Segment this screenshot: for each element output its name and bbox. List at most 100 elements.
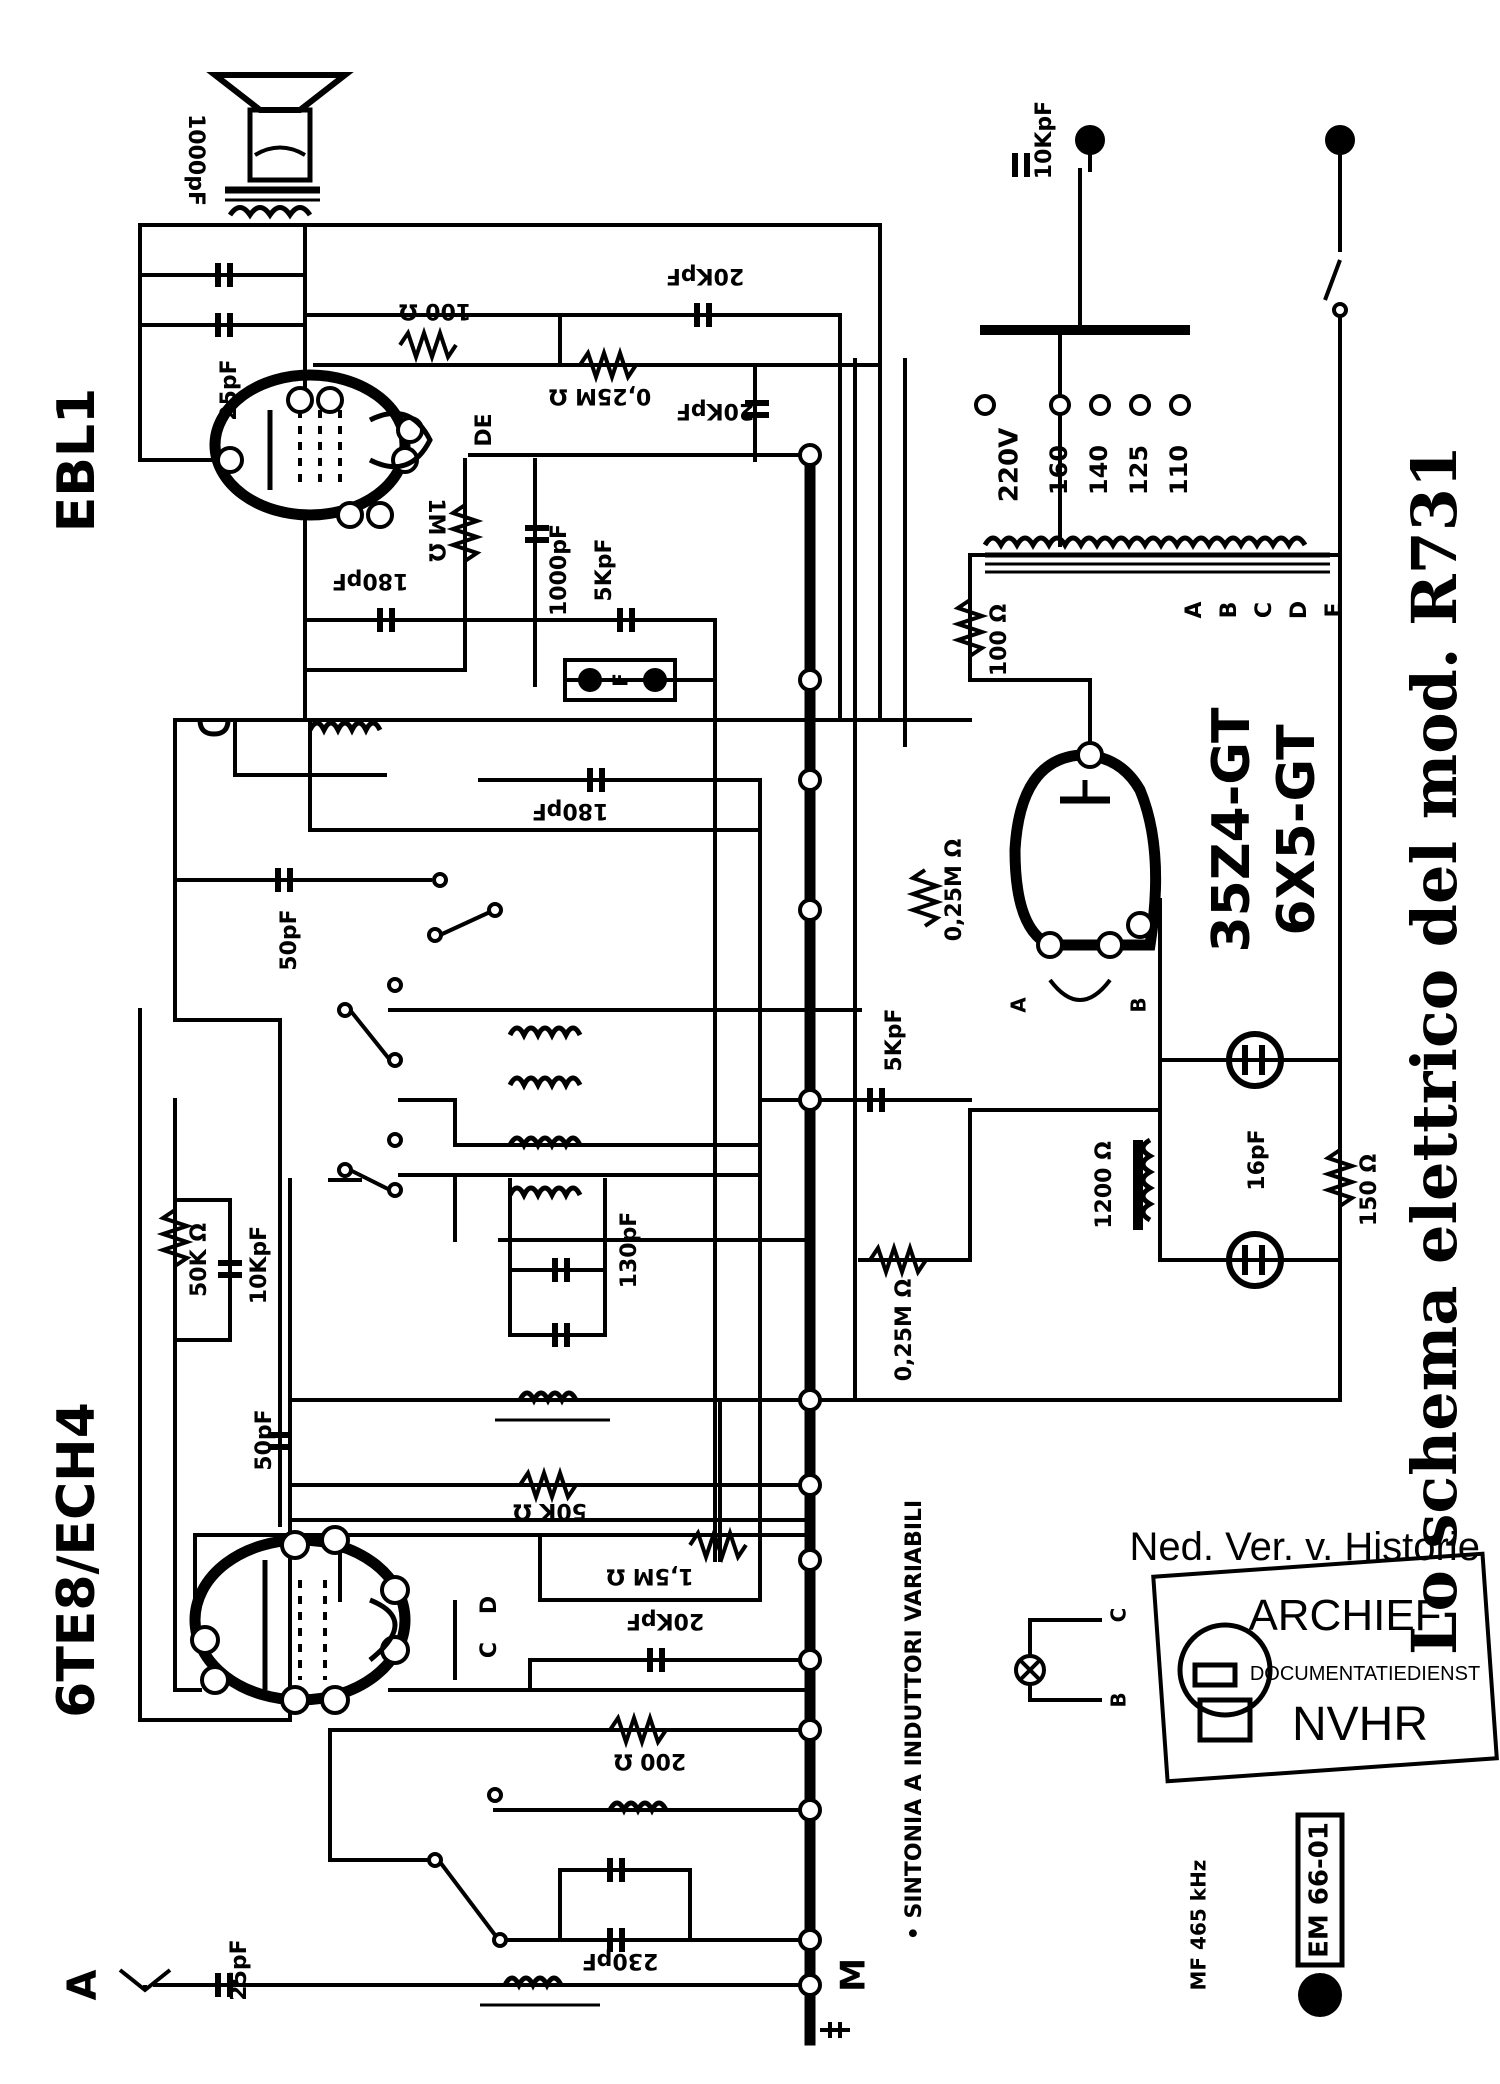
label-c20kpf-low: 20KpF bbox=[626, 1608, 704, 1633]
junction-dots bbox=[798, 443, 822, 1997]
label-c5kpf-a: 5KpF bbox=[592, 538, 617, 601]
capacitor-icons bbox=[215, 153, 1030, 1997]
label-c1000pf-mid: 1000pF bbox=[547, 524, 572, 616]
tube-label-ech4: 6TE8/ECH4 bbox=[47, 1402, 107, 1718]
label-c230pf: 230pF bbox=[582, 1948, 659, 1973]
label-r150: 150 Ω bbox=[1357, 1154, 1382, 1227]
label-r100: 100 Ω bbox=[399, 298, 472, 323]
label-r50k-a: 50K Ω bbox=[187, 1223, 212, 1297]
label-r200: 200 Ω bbox=[614, 1748, 687, 1773]
antenna-icon bbox=[118, 1968, 172, 1993]
speaker-icon bbox=[206, 72, 354, 113]
tube-label-rect1: 35Z4-GT bbox=[1202, 707, 1262, 953]
label-tube-d: D bbox=[477, 1596, 502, 1614]
power-switch-icon bbox=[1323, 259, 1342, 301]
resistor-150-icon bbox=[1321, 1148, 1359, 1208]
resistor-025m-low-icon bbox=[868, 1241, 928, 1279]
output-transformer-icon bbox=[225, 186, 320, 220]
label-r025m-low: 0,25M Ω bbox=[892, 1278, 917, 1381]
if-label: MF 465 kHz bbox=[1187, 1860, 1211, 1991]
label-pin-b: B bbox=[1127, 997, 1151, 1012]
filter-capacitor-icon bbox=[1226, 1031, 1284, 1289]
tap-label-220: 220V bbox=[995, 428, 1025, 502]
resistor-100-icon bbox=[398, 326, 458, 364]
label-r1m: 1M Ω bbox=[423, 498, 448, 562]
labels: EBL1 6TE8/ECH4 35Z4-GT 6X5-GT Lo schema … bbox=[47, 101, 1471, 2001]
resistor-025m-mid-icon bbox=[906, 868, 944, 928]
band-switch-icons bbox=[337, 872, 508, 1948]
mains-plug-icon bbox=[1075, 125, 1105, 155]
label-c20kpf-top: 20KpF bbox=[666, 263, 744, 288]
resistor-100-rect-icon bbox=[951, 598, 989, 658]
ground-icon bbox=[820, 2022, 850, 2038]
pilot-lamp-icon bbox=[1014, 1620, 1046, 1700]
choke-icon bbox=[1133, 1137, 1156, 1230]
label-c16pf: 16pF bbox=[1245, 1129, 1270, 1190]
heater-tap-a: A bbox=[1182, 601, 1207, 618]
tap-140-icon bbox=[1089, 394, 1111, 416]
label-c180pf-b: 180pF bbox=[532, 798, 609, 823]
mains-transformer-icon bbox=[982, 535, 1330, 574]
label-r025m-mid: 0,25M Ω bbox=[942, 838, 967, 941]
label-r1200: 1200 Ω bbox=[1092, 1141, 1117, 1229]
stamp-archief: ARCHIEF bbox=[1248, 1591, 1441, 1640]
resistor-1m-icon bbox=[446, 503, 484, 563]
heater-tap-e: E bbox=[1322, 602, 1347, 617]
code-badge: EM 66-01 bbox=[1295, 1812, 1345, 2017]
antenna-label: A bbox=[60, 1969, 106, 2000]
label-lamp-b: B bbox=[1107, 1692, 1131, 1707]
footnote: • SINTONIA A INDUTTORI VARIABILI bbox=[902, 1500, 927, 1940]
label-r50k-b: 50K Ω bbox=[513, 1498, 587, 1523]
tap-160-icon bbox=[1049, 394, 1071, 416]
label-f: F bbox=[609, 673, 633, 687]
tap-110-icon bbox=[1169, 394, 1191, 416]
stamp-dienst: DOCUMENTATIEDIENST bbox=[1250, 1663, 1480, 1685]
label-lamp-c: C bbox=[1107, 1608, 1131, 1623]
archive-stamp: Ned. Ver. v. Historie ARCHIEF DOCUMENTAT… bbox=[1129, 1525, 1499, 1784]
resistor-50k-a-icon bbox=[156, 1208, 194, 1268]
tube-logo-icon bbox=[1177, 1622, 1273, 1743]
tap-220-icon bbox=[974, 394, 996, 416]
tube-label-ebl1: EBL1 bbox=[47, 388, 107, 532]
resistor-15m-icon bbox=[688, 1526, 748, 1564]
resistor-200-icon bbox=[608, 1711, 668, 1749]
ground-label: M bbox=[834, 1958, 874, 1992]
tap-label-160: 160 bbox=[1045, 445, 1073, 495]
label-c25pf-out: 25pF bbox=[217, 359, 242, 420]
label-c50pf-a: 50pF bbox=[277, 909, 302, 970]
coil-icons bbox=[197, 719, 669, 2007]
heater-tap-d: D bbox=[1287, 601, 1312, 619]
symbols bbox=[118, 72, 1359, 2038]
code-badge-text: EM 66-01 bbox=[1305, 1822, 1335, 1958]
label-de: DE bbox=[472, 413, 497, 446]
ebl1-tube-icon bbox=[209, 369, 433, 529]
mains-plug-icon-2 bbox=[1325, 125, 1355, 155]
resistor-50k-b-icon bbox=[518, 1466, 578, 1504]
resistor-025m-top-icon bbox=[578, 346, 638, 384]
stamp-nvhr: NVHR bbox=[1292, 1698, 1428, 1751]
ech4-tube-icon bbox=[189, 1525, 457, 1715]
f-transformer-icon bbox=[563, 658, 677, 702]
tap-label-125: 125 bbox=[1125, 445, 1153, 495]
schematic-caption: Lo schema elettrico del mod. R731 bbox=[1398, 445, 1471, 1655]
stamp-header: Ned. Ver. v. Historie bbox=[1129, 1525, 1480, 1569]
label-pin-a: A bbox=[1007, 997, 1031, 1013]
label-c1000pf-top: 1000pF bbox=[183, 114, 208, 206]
label-c25pf-ant: 25pF bbox=[227, 1939, 252, 2000]
label-r100-rect: 100 Ω bbox=[987, 604, 1012, 677]
label-c50pf-b: 50pF bbox=[252, 1409, 277, 1470]
rectifier-tube-icon bbox=[1009, 741, 1162, 1002]
label-c10kpf-mains: 10KpF bbox=[1032, 101, 1057, 179]
label-tube-c: C bbox=[477, 1642, 502, 1658]
label-c180pf-a: 180pF bbox=[332, 568, 409, 593]
label-r025m-top: 0,25M Ω bbox=[548, 383, 651, 408]
label-r15m: 1,5M Ω bbox=[606, 1563, 694, 1588]
label-c130pf: 130pF bbox=[617, 1212, 642, 1289]
tube-label-rect2: 6X5-GT bbox=[1267, 724, 1327, 936]
tap-125-icon bbox=[1129, 394, 1151, 416]
label-c5kpf-b: 5KpF bbox=[882, 1008, 907, 1071]
label-c20kpf-mid: 20KpF bbox=[676, 398, 754, 423]
heater-tap-c: C bbox=[1252, 602, 1277, 618]
label-c10kpf: 10KpF bbox=[247, 1226, 272, 1304]
